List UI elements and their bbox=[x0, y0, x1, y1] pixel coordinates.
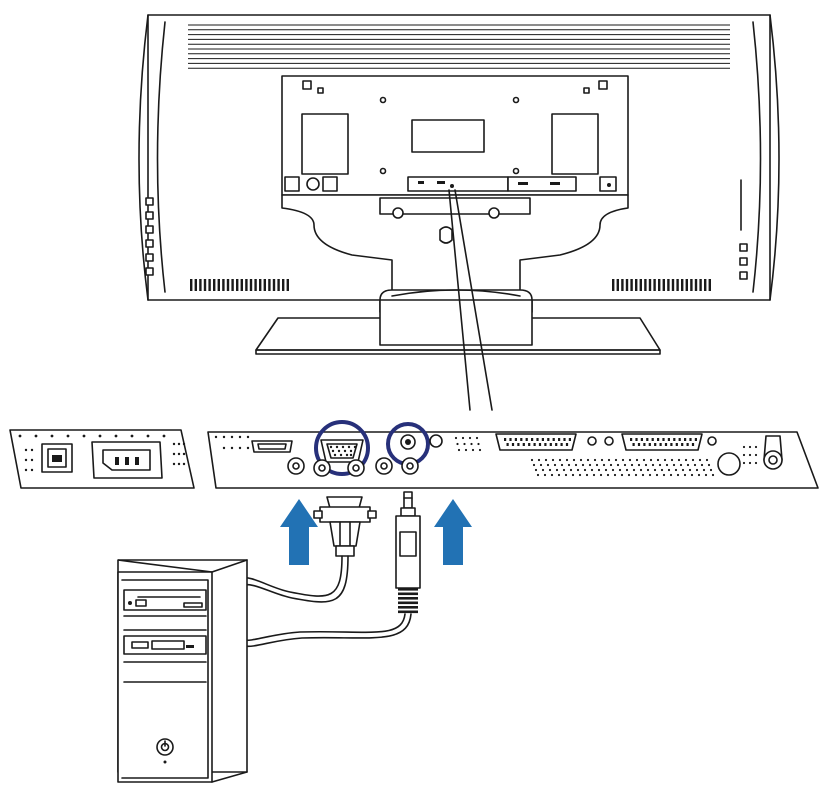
power-switch-icon bbox=[41, 443, 73, 473]
vga-highlight-ring bbox=[314, 420, 370, 476]
top-vent-slats bbox=[188, 24, 730, 69]
bottom-vent-slats bbox=[190, 279, 711, 291]
rear-port-details bbox=[418, 181, 611, 188]
audio-cable bbox=[243, 613, 412, 648]
rca-jacks bbox=[287, 457, 419, 477]
leader-line-left bbox=[448, 189, 471, 411]
vga-port-icon bbox=[320, 439, 364, 463]
vga-plug-icon bbox=[313, 496, 377, 557]
vga-cable bbox=[241, 555, 349, 603]
audio-jack-icon bbox=[400, 434, 416, 450]
leader-line-right bbox=[454, 189, 493, 411]
pc-tower-icon bbox=[117, 559, 248, 783]
hdmi-port-icon bbox=[251, 440, 293, 453]
side-buttons-right bbox=[739, 243, 748, 280]
power-panel-closeup bbox=[9, 429, 195, 489]
up-arrow-icon bbox=[434, 499, 472, 565]
scart-port-icon bbox=[495, 433, 717, 451]
io-panel-closeup-icon bbox=[207, 420, 819, 489]
ac-power-inlet-icon bbox=[91, 441, 163, 479]
side-buttons-left bbox=[145, 197, 154, 276]
tv-monitor-rear-icon bbox=[138, 14, 780, 355]
power-panel-holes bbox=[18, 434, 186, 472]
audio-cable bbox=[241, 613, 406, 642]
up-arrow-icon bbox=[280, 499, 318, 565]
antenna-connector-icon bbox=[717, 435, 783, 476]
vga-cable bbox=[239, 555, 343, 597]
audio-plug-icon bbox=[395, 491, 421, 614]
